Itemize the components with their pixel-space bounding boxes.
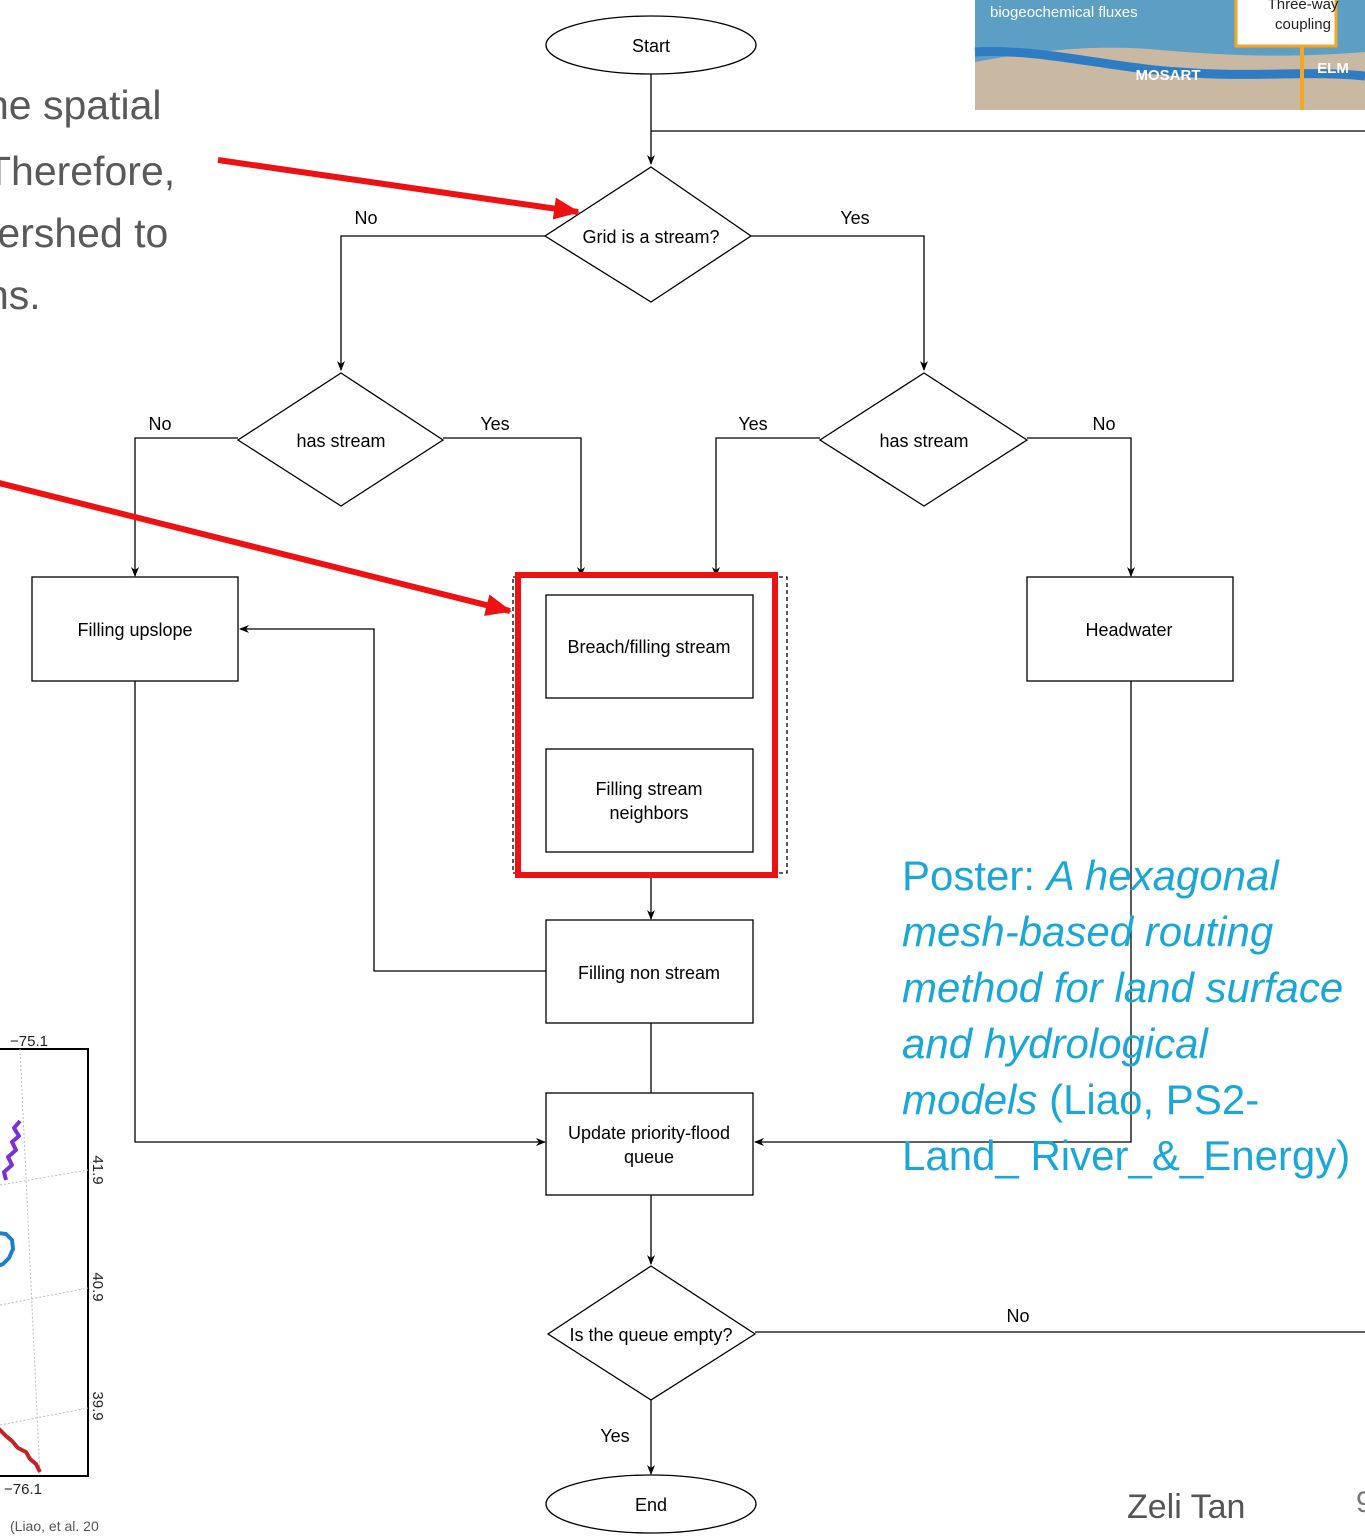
- connector-headwater-update: [754, 681, 1132, 1146]
- connector-yes-right: [751, 235, 928, 371]
- map-gridline-lat-1: [0, 1169, 89, 1186]
- red-arrow-to-decision: [217, 157, 580, 220]
- connector-left-no: [131, 437, 238, 577]
- queue-empty-label: Is the queue empty?: [569, 1325, 732, 1345]
- map-lat-3: 39.9: [89, 1391, 106, 1420]
- filling-neighbors-label-line-2: neighbors: [609, 803, 688, 823]
- map-blue-trace: [0, 1231, 15, 1268]
- grid-stream-label: Grid is a stream?: [582, 227, 719, 247]
- map-gridline-lon: [19, 1048, 41, 1477]
- poster-session: (Liao, PS2-Land_ River_&_Energy): [902, 1076, 1351, 1179]
- update-queue-label-line-1: Update priority-flood: [568, 1123, 730, 1143]
- left-no-label: No: [148, 414, 171, 434]
- breach-filling-box: [545, 594, 754, 699]
- right-has-stream-decision: [818, 372, 1029, 507]
- filling-upslope-label: Filling upslope: [77, 620, 192, 640]
- filling-non-stream-label: Filling non stream: [578, 963, 720, 983]
- left-has-stream-decision: [236, 372, 445, 507]
- red-highlight-box: [515, 572, 778, 878]
- queue-empty-decision: [546, 1265, 757, 1401]
- map-purple-trace: [2, 1119, 22, 1181]
- connector-nonstream-upslope: [239, 625, 546, 972]
- fluxes-label: biogeochemical fluxes: [990, 4, 1138, 21]
- red-arrow-to-highlight: [0, 480, 512, 616]
- left-yes-label: Yes: [480, 414, 509, 434]
- no-left-label: No: [354, 208, 377, 228]
- start-label: Start: [632, 36, 670, 56]
- yes-right-label: Yes: [840, 208, 869, 228]
- slide-text-line-1: he spatial: [0, 82, 162, 128]
- poster-title: A hexagonal mesh-based routing method fo…: [902, 852, 1344, 1123]
- grid-stream-decision: [543, 166, 753, 303]
- headwater-box: [1026, 576, 1234, 682]
- connector-right-no: [1027, 437, 1135, 577]
- poster-annotation: Poster: A hexagonal mesh-based routing m…: [902, 848, 1352, 1184]
- slide-text-line-4: ns.: [0, 272, 41, 318]
- filling-non-stream-box: [545, 919, 754, 1024]
- right-yes-label: Yes: [738, 414, 767, 434]
- map-gridline-lat-2: [0, 1287, 89, 1306]
- headwater-label: Headwater: [1085, 620, 1172, 640]
- slide-text-line-3: tershed to: [0, 210, 169, 256]
- elm-label: ELM: [1317, 60, 1349, 77]
- map-red-trace: [0, 1427, 42, 1473]
- left-has-stream-label: has stream: [296, 431, 385, 451]
- inset-river: [974, 47, 1365, 81]
- watershed-map: −75.1 −76.1 41.9 40.9 39.9: [0, 1033, 106, 1498]
- update-queue-box: [545, 1092, 754, 1196]
- coupling-label-line-2: coupling: [1275, 16, 1331, 33]
- coupling-box: [1234, 0, 1338, 48]
- flowchart-connectors: [131, 74, 1365, 1475]
- map-lat-2: 40.9: [89, 1272, 106, 1301]
- right-no-label: No: [1092, 414, 1115, 434]
- map-lat-1: 41.9: [89, 1155, 106, 1184]
- author-name: Zeli Tan: [1127, 1488, 1246, 1526]
- slide-number: 9: [1356, 1486, 1365, 1519]
- coupling-inset: biogeochemical fluxes Three-way coupling…: [974, 0, 1365, 110]
- connector-right-yes: [712, 437, 820, 577]
- connector-left-yes: [443, 437, 585, 577]
- update-queue-label-line-2: queue: [624, 1147, 674, 1167]
- map-lon-top: −75.1: [10, 1033, 48, 1050]
- right-has-stream-label: has stream: [879, 431, 968, 451]
- filling-neighbors-box: [545, 748, 754, 853]
- filling-neighbors-label-line-1: Filling stream: [595, 779, 702, 799]
- connector-upslope-update: [134, 681, 546, 1146]
- slide-text-line-2: Therefore,: [0, 148, 176, 194]
- connector-no-left: [337, 235, 545, 371]
- inset-land: [975, 47, 1365, 110]
- filling-upslope-box: [31, 576, 239, 682]
- queue-no-label: No: [1006, 1306, 1029, 1326]
- queue-yes-label: Yes: [600, 1426, 629, 1446]
- poster-prefix: Poster:: [902, 852, 1047, 899]
- map-gridline-lat-3: [0, 1407, 89, 1426]
- start-terminal: [545, 15, 757, 75]
- map-lon-bottom: −76.1: [4, 1481, 42, 1498]
- coupling-label-line-1: Three-way: [1268, 0, 1339, 13]
- breach-filling-label: Breach/filling stream: [567, 637, 730, 657]
- end-terminal: [545, 1474, 757, 1534]
- map-citation: (Liao, et al. 20: [10, 1518, 99, 1534]
- end-label: End: [635, 1495, 667, 1515]
- mosart-label: MOSART: [1136, 67, 1201, 84]
- map-frame: [0, 1048, 89, 1477]
